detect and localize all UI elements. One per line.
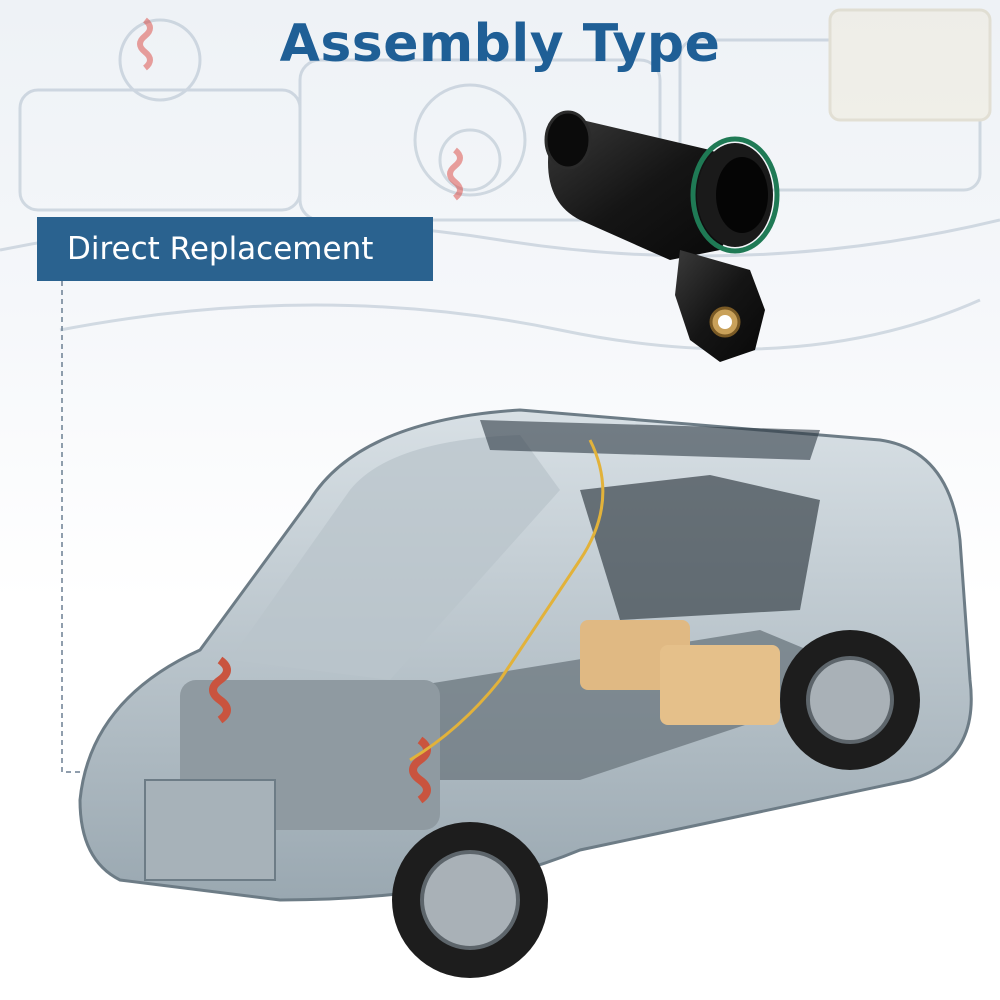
page-title: Assembly Type [279,14,721,74]
background-chassis-image [0,8,1000,351]
cutaway-car-image [78,408,973,978]
coolant-hose-connector-image [544,110,780,362]
feature-banner: Direct Replacement [37,217,433,281]
